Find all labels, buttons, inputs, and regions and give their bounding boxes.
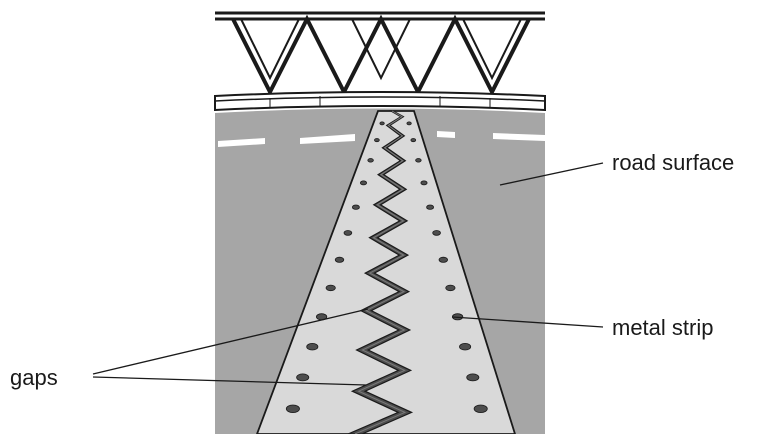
- road-surface-label: road surface: [612, 150, 734, 175]
- bolt-hole-left: [374, 138, 380, 143]
- bolt-hole-right: [406, 121, 412, 126]
- bolt-holes: [285, 121, 488, 413]
- leader-lines: [92, 162, 604, 386]
- bolt-hole-left: [379, 121, 385, 126]
- road-surface-leader: [499, 162, 604, 186]
- bolt-hole-left: [296, 373, 310, 382]
- bolt-hole-right: [466, 373, 480, 382]
- bolt-hole-right: [473, 404, 488, 413]
- metal-strip-leader: [451, 316, 604, 328]
- bolt-hole-left: [334, 256, 345, 263]
- metal-strip-label: metal strip: [612, 315, 713, 340]
- bolt-hole-right: [459, 343, 472, 351]
- bolt-hole-right: [410, 138, 417, 143]
- bolt-hole-right: [445, 284, 456, 292]
- bolt-hole-left: [285, 404, 300, 413]
- gaps-label: gaps: [10, 365, 58, 390]
- bolt-hole-left: [306, 343, 319, 351]
- lane-markings: [218, 131, 545, 147]
- bolt-hole-left: [359, 180, 367, 186]
- bridge-deck: [214, 91, 546, 112]
- bridge-truss: [215, 11, 545, 97]
- bolt-hole-right: [438, 256, 449, 263]
- bolt-hole-right: [415, 158, 422, 163]
- gap-band: [347, 110, 414, 434]
- gaps-leader-top: [92, 308, 369, 375]
- bolt-hole-right: [426, 204, 435, 210]
- gap-centre-line: [354, 110, 407, 434]
- zigzag-gap: [347, 110, 414, 434]
- bolt-hole-right: [420, 180, 428, 186]
- gaps-leader-bottom: [92, 376, 367, 386]
- bolt-hole-left: [343, 230, 353, 236]
- bolt-hole-left: [351, 204, 360, 210]
- bolt-hole-right: [432, 230, 441, 236]
- bolt-hole-left: [325, 284, 336, 292]
- bolt-hole-left: [367, 158, 374, 163]
